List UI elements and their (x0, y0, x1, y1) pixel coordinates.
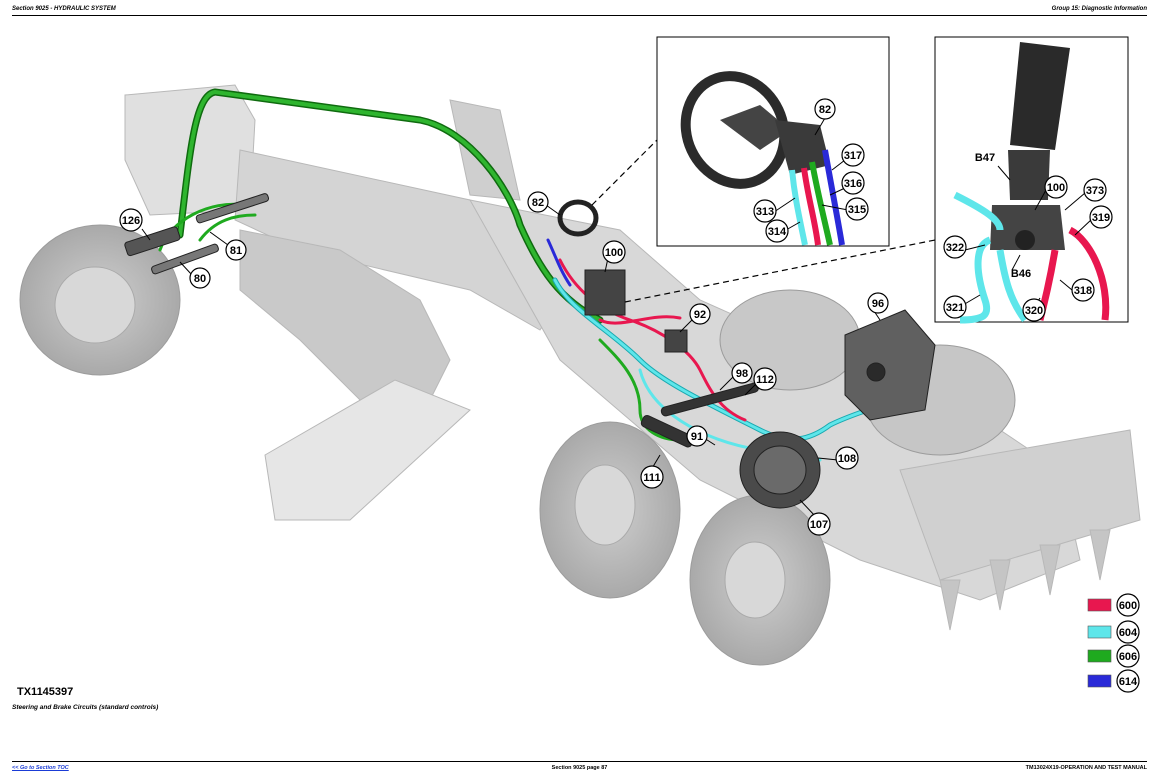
legend-swatch (1087, 649, 1112, 663)
figure-id: TX1145397 (17, 686, 74, 698)
callout-label: 112 (756, 374, 774, 386)
section-header: Section 9025 - HYDRAULIC SYSTEM (12, 6, 116, 12)
callout-label: 322 (946, 242, 964, 254)
callout-label: 319 (1092, 212, 1110, 224)
callout-label: 80 (194, 273, 206, 285)
steering-wheel-small (557, 199, 599, 237)
callout-label: 317 (844, 150, 862, 162)
inset-steering-detail: 82 317 316 315 313 314 (656, 36, 890, 247)
wheels (19, 224, 1016, 666)
callout-label: 96 (872, 298, 884, 310)
inset-connectors (591, 139, 936, 303)
manual-id: TM13024X19-OPERATION AND TEST MANUAL (1025, 765, 1147, 771)
accumulator-block (844, 309, 936, 421)
callout-label: 100 (1047, 182, 1065, 194)
footer-rule (12, 761, 1147, 762)
section-toc-link[interactable]: << Go to Section TOC (12, 765, 69, 771)
legend-item: 614 (1087, 669, 1140, 693)
inset-brake-valve-detail: B47 100 373 319 322 B46 318 321 320 (934, 36, 1129, 324)
legend-swatch (1087, 625, 1112, 639)
callout-label: 81 (230, 245, 242, 257)
callout-label: 82 (532, 197, 544, 209)
callout-label: 318 (1074, 285, 1092, 297)
legend-code: 614 (1119, 676, 1138, 688)
callout-label: 100 (605, 247, 623, 259)
color-legend: 600 604 606 614 (1087, 593, 1140, 693)
header-rule (12, 15, 1147, 16)
callout-label: 316 (844, 178, 862, 190)
figure-caption: Steering and Brake Circuits (standard co… (12, 704, 159, 711)
legend-swatch (1087, 674, 1112, 688)
priority-valve (664, 329, 688, 353)
group-header: Group 15: Diagnostic Information (1051, 6, 1147, 12)
callout-label: 320 (1025, 305, 1043, 317)
callout-label: B47 (975, 152, 995, 164)
callout-label: 313 (756, 206, 774, 218)
legend-item: 604 (1087, 620, 1140, 644)
legend-code: 606 (1119, 651, 1137, 663)
callout-label: 126 (122, 215, 140, 227)
callout-label: 107 (810, 519, 828, 531)
callout-label: 82 (819, 104, 831, 116)
callout-label: 314 (768, 226, 787, 238)
callout-label: B46 (1011, 268, 1031, 280)
legend-code: 600 (1119, 600, 1137, 612)
callout-label: 315 (848, 204, 866, 216)
legend-item: 606 (1087, 644, 1140, 668)
steering-cylinder-left (124, 226, 181, 257)
legend-swatch (1087, 598, 1112, 612)
callout-label: 373 (1086, 185, 1104, 197)
callout-label: 92 (694, 309, 706, 321)
callout-label: 108 (838, 453, 856, 465)
legend-code: 604 (1119, 627, 1138, 639)
steering-valve (584, 269, 626, 316)
components (124, 193, 936, 509)
callout-label: 91 (691, 431, 703, 443)
page-number: Section 9025 page 87 (551, 765, 608, 771)
callout-label: 321 (946, 302, 964, 314)
main-callouts: 126 81 80 82 100 92 98 112 91 111 96 108… (119, 191, 889, 536)
callout-label: 98 (736, 368, 748, 380)
legend-item: 600 (1087, 593, 1140, 617)
callout-label: 111 (643, 472, 660, 484)
